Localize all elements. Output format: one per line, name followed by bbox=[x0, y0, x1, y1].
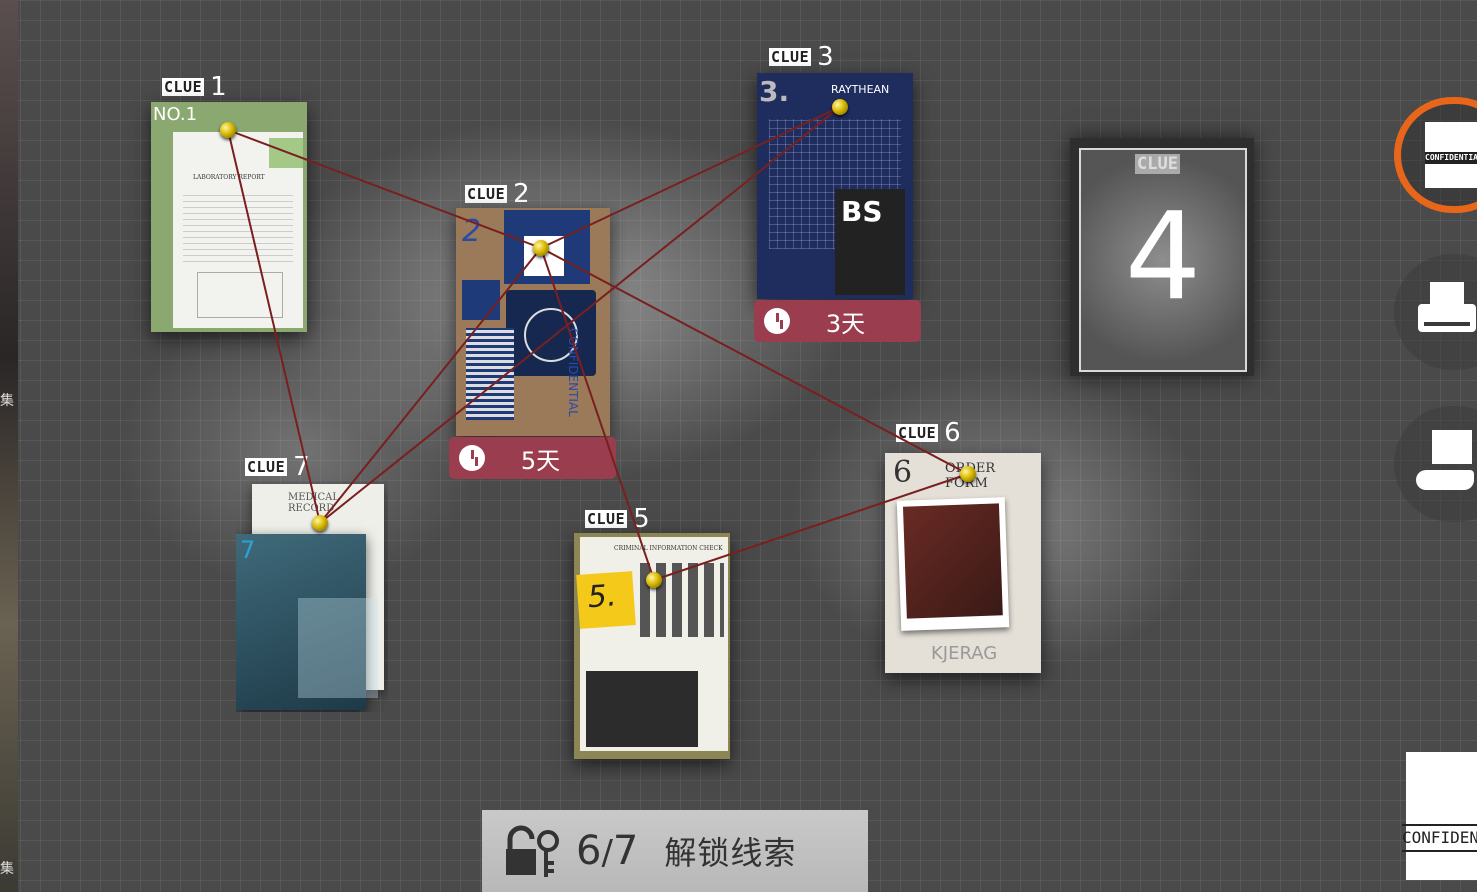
clue-5-tag: CLUE 5 bbox=[585, 506, 650, 532]
seal-badge bbox=[506, 290, 596, 376]
confidential-stamp: CONFIDENTIAL bbox=[566, 328, 580, 417]
clue-tag-number: 6 bbox=[944, 418, 961, 448]
kjerag-logo: KJERAG bbox=[931, 643, 998, 664]
side-tab-print[interactable] bbox=[1394, 254, 1477, 370]
confidential-document-shortcut[interactable]: CONFIDENT bbox=[1402, 752, 1477, 880]
clue-6-tag: CLUE 6 bbox=[896, 420, 961, 446]
push-pin-icon bbox=[533, 240, 549, 256]
timer-text: 5天 bbox=[520, 446, 561, 475]
clue-tag-label: CLUE bbox=[585, 510, 628, 528]
doc-number-mark: NO.1 bbox=[153, 104, 198, 125]
character-portrait-strip: 集 集 bbox=[0, 0, 18, 892]
clue-tag-number: 7 bbox=[293, 452, 310, 482]
xray-folder: 7 bbox=[236, 534, 378, 710]
side-tab-receive[interactable] bbox=[1394, 406, 1477, 522]
push-pin-icon bbox=[312, 515, 328, 531]
clue-5-card[interactable]: CRIMINAL INFORMATION CHECK 5. bbox=[574, 533, 730, 759]
clue-7-tag: CLUE 7 bbox=[245, 454, 310, 480]
clue-2-tag: CLUE 2 bbox=[465, 181, 530, 207]
clue-1-tag: CLUE 1 bbox=[162, 74, 227, 100]
container-image bbox=[902, 503, 1003, 619]
printer-icon bbox=[1416, 282, 1476, 342]
clue-4-frame: CLUE 4 bbox=[1079, 148, 1247, 372]
unlock-count: 6/7 bbox=[576, 828, 639, 874]
clue-3-timer: 3天 bbox=[754, 300, 921, 342]
total-count: 7 bbox=[612, 828, 639, 874]
report-lines bbox=[183, 192, 293, 262]
bs-panel: BS bbox=[835, 189, 905, 295]
clue-2-card[interactable]: 2 CONFIDENTIAL bbox=[456, 208, 610, 436]
clue-tag-number: 1 bbox=[210, 72, 227, 102]
clue-tag-number: 2 bbox=[513, 179, 530, 209]
clue-7-card[interactable]: MEDICAL RECORD 7 bbox=[236, 480, 388, 712]
container-photo bbox=[896, 497, 1010, 631]
clue-tag-label: CLUE bbox=[245, 458, 288, 476]
clue-2-timer: 5天 bbox=[449, 437, 616, 479]
clue-3-tag: CLUE 3 bbox=[769, 44, 834, 70]
barcode-label bbox=[466, 328, 514, 420]
doc-title: LABORATORY REPORT bbox=[193, 174, 265, 181]
strip-char: 集 bbox=[0, 861, 14, 877]
clue-tag-label: CLUE bbox=[1135, 154, 1180, 174]
green-tab bbox=[269, 138, 303, 168]
side-tab-confidential[interactable]: CONFIDENTIAL bbox=[1394, 97, 1477, 213]
push-pin-icon bbox=[220, 122, 236, 138]
small-label bbox=[462, 280, 500, 320]
photo-print bbox=[586, 671, 698, 747]
unlock-label: 解锁线索 bbox=[664, 834, 797, 872]
doc-number-mark: 6 bbox=[893, 455, 913, 490]
doc-title: CRIMINAL INFORMATION CHECK bbox=[614, 545, 723, 552]
brand-name: RAYTHEAN bbox=[831, 83, 890, 96]
clue-tag-label: CLUE bbox=[162, 78, 205, 96]
doc-number-mark: 3. bbox=[759, 75, 790, 108]
doc-number-mark: 5. bbox=[586, 578, 618, 616]
confidential-label: CONFIDENT bbox=[1402, 824, 1477, 852]
push-pin-icon bbox=[960, 466, 976, 482]
confidential-folder-icon: CONFIDENTIAL bbox=[1425, 122, 1477, 188]
doc-number-mark: 2 bbox=[462, 214, 482, 249]
clue-tag-number: 5 bbox=[633, 504, 650, 534]
bs-logo: BS bbox=[841, 195, 883, 228]
clue-4-number: 4 bbox=[1124, 188, 1202, 327]
unlock-progress-bar: 6/7 解锁线索 bbox=[482, 810, 868, 892]
clue-tag-number: 3 bbox=[817, 42, 834, 72]
clue-tag-label: CLUE bbox=[769, 48, 812, 66]
report-graph bbox=[197, 272, 283, 318]
confidential-label: CONFIDENTIAL bbox=[1425, 152, 1477, 164]
clue-tag-label: CLUE bbox=[465, 185, 508, 203]
criminal-check-page: CRIMINAL INFORMATION CHECK bbox=[580, 537, 728, 751]
clue-4-locked-card[interactable]: CLUE 4 bbox=[1070, 138, 1254, 376]
unlocked-count: 6 bbox=[576, 828, 602, 874]
timer-text: 3天 bbox=[825, 309, 866, 338]
clue-tag-label: CLUE bbox=[896, 424, 939, 442]
doc-title: MEDICAL RECORD bbox=[288, 492, 340, 514]
lock-key-icon bbox=[506, 825, 559, 877]
sticky-note: 5. bbox=[576, 571, 636, 629]
clue-6-card[interactable]: 6 ORDER FORM KJERAG bbox=[885, 453, 1041, 673]
push-pin-icon bbox=[832, 99, 848, 115]
push-pin-icon bbox=[646, 572, 662, 588]
doc-number-mark: 7 bbox=[240, 536, 256, 564]
plastic-sleeve bbox=[298, 598, 378, 698]
clock-icon bbox=[764, 308, 790, 334]
hand-receive-document-icon bbox=[1416, 430, 1476, 496]
clock-icon bbox=[459, 445, 485, 471]
strip-char: 集 bbox=[0, 393, 14, 409]
